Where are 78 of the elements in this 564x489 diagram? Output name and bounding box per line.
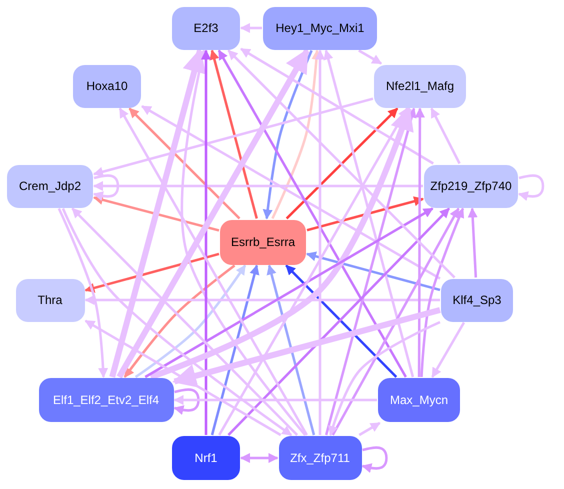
arrow: [306, 251, 440, 292]
arrow: [358, 49, 382, 65]
arrow: [362, 446, 388, 473]
node-label: Esrrb_Esrra: [230, 235, 295, 249]
arrow: [315, 50, 325, 435]
arrow: [180, 50, 306, 436]
node-label: Crem_Jdp2: [18, 179, 82, 193]
node-box: [73, 64, 141, 108]
node-label: Thra: [38, 293, 62, 307]
arrow: [240, 453, 278, 463]
node-label: Hey1_Myc_Mxi1: [276, 21, 364, 35]
arrow: [118, 108, 308, 436]
arrow: [266, 264, 316, 436]
node-label: Zfx_Zfp711: [290, 451, 350, 465]
arrow: [109, 48, 206, 378]
arrow: [430, 108, 461, 164]
node-box: [263, 6, 377, 50]
arrow: [328, 321, 441, 436]
arrow: [323, 50, 414, 378]
arrow: [174, 388, 200, 415]
node-label: E2f3: [194, 21, 218, 35]
arrow: [172, 307, 441, 388]
arrow: [174, 395, 377, 405]
node-label: Zfp219_Zfp740: [430, 179, 512, 193]
arrow: [144, 207, 434, 378]
arrow: [285, 264, 398, 378]
node-label: Nfe2l1_Mafg: [386, 79, 454, 93]
node-box: [172, 6, 240, 50]
arrow: [93, 98, 374, 177]
node-box: [378, 378, 460, 422]
node-box: [7, 164, 93, 208]
arrow: [240, 23, 262, 33]
arrow: [358, 422, 381, 436]
node-box: [172, 436, 240, 480]
node-label: Elf1_Elf2_Etv2_Elf4: [52, 393, 160, 407]
arrow: [286, 108, 398, 220]
arrow: [332, 208, 460, 436]
arrow: [218, 50, 407, 378]
arrow: [134, 264, 246, 378]
arrow: [518, 174, 544, 201]
arrow: [431, 322, 466, 378]
arrow: [262, 50, 313, 220]
node-label: Hoxa10: [86, 79, 128, 93]
arrow: [93, 181, 423, 191]
node-box: [16, 278, 84, 322]
arrow: [228, 50, 456, 278]
arrow: [324, 108, 416, 436]
arrow: [128, 108, 240, 220]
arrow: [210, 264, 260, 436]
arrow: [116, 48, 310, 378]
arrow: [271, 50, 322, 220]
node-label: Klf4_Sp3: [452, 293, 502, 307]
node-label: Nrf1: [194, 451, 218, 465]
arrow: [58, 208, 108, 378]
node-box: [278, 436, 362, 480]
arrow: [84, 252, 220, 293]
node-box: [220, 220, 306, 264]
arrow: [93, 174, 120, 201]
arrow: [228, 208, 450, 436]
node-label: Max_Mycn: [390, 393, 448, 407]
arrow: [420, 208, 464, 378]
arrow: [468, 208, 478, 278]
node-box: [441, 278, 513, 322]
arrow: [240, 48, 434, 165]
arrow: [150, 106, 414, 380]
arrow: [201, 50, 211, 435]
arrow: [93, 195, 220, 232]
node-box: [424, 164, 518, 208]
arrow: [209, 50, 258, 219]
arrow: [84, 320, 282, 436]
arrow: [414, 108, 425, 377]
node-box: [38, 378, 174, 422]
arrow: [306, 196, 424, 232]
arrow: [124, 264, 236, 378]
arrow: [218, 108, 408, 436]
arrow: [141, 105, 441, 280]
node-box: [374, 64, 466, 108]
arrow: [84, 295, 440, 305]
